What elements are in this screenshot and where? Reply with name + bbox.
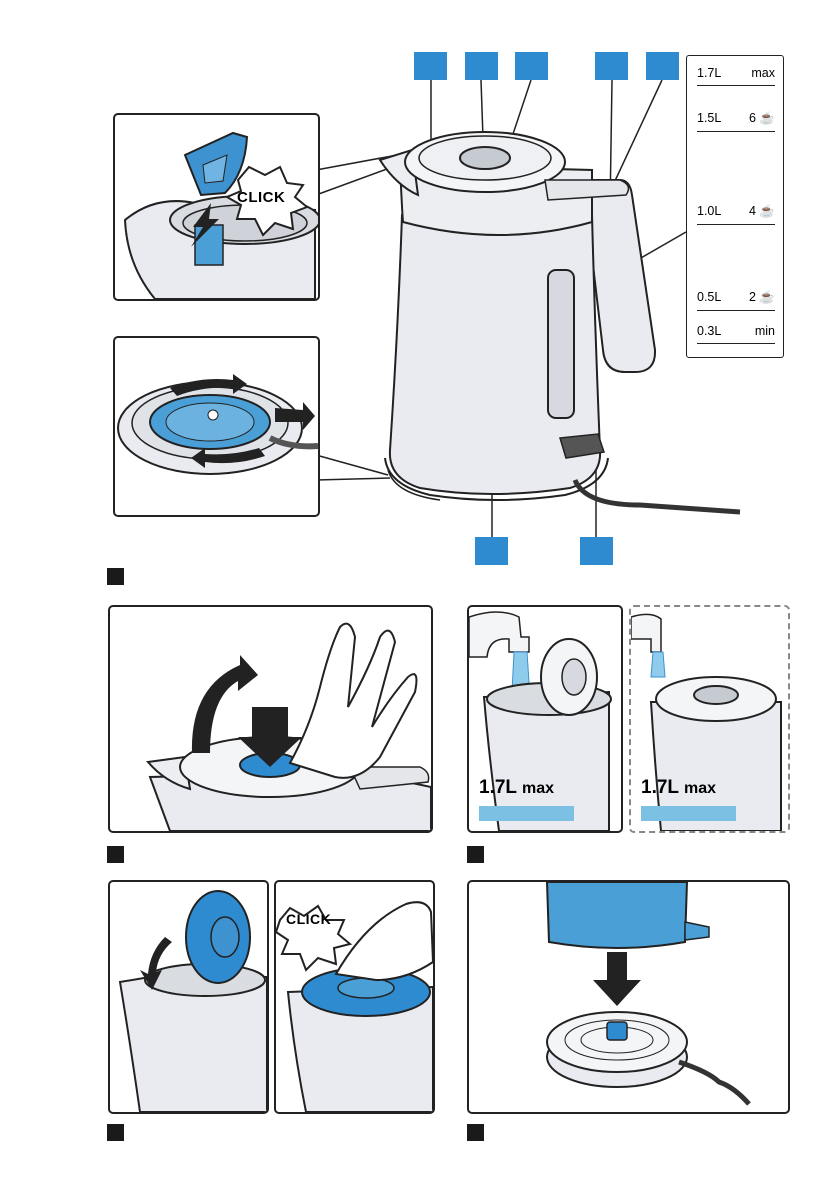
scale-mark-label: 4	[749, 204, 756, 218]
fill-mark: max	[522, 780, 554, 797]
scale-cups: 2 ☕	[749, 290, 775, 305]
figure-marker-5	[467, 1124, 484, 1141]
scale-volume-label: 0.3L	[697, 324, 721, 338]
scale-row-4cups: 1.0L 4 ☕	[697, 204, 775, 225]
fill-level-bar-open	[479, 806, 574, 821]
figure-fill-open-lid: 1.7L max	[467, 605, 623, 833]
scale-mark-label: 6	[749, 111, 756, 125]
figure-close-lid-pressed: CLICK	[274, 880, 435, 1114]
figure-fill-closed-lid: 1.7L max	[629, 605, 790, 833]
scale-mark-label: max	[751, 66, 775, 80]
scale-volume-label: 1.7L	[697, 66, 721, 80]
cup-icon: ☕	[759, 111, 775, 125]
fill-level-label-open: 1.7L max	[479, 777, 554, 799]
cup-icon: ☕	[759, 204, 775, 218]
fill-volume: 1.7L	[641, 777, 679, 798]
click-label-lid: CLICK	[286, 911, 331, 927]
click-label-filter: CLICK	[237, 189, 285, 206]
cup-icon: ☕	[759, 290, 775, 304]
detail-panel-base	[113, 336, 320, 517]
figure-open-lid	[108, 605, 433, 833]
figure-marker-1	[107, 568, 124, 585]
detail-panel-filter: CLICK	[113, 113, 320, 301]
fill-mark: max	[684, 780, 716, 797]
water-level-scale: 1.7L max 1.5L 6 ☕ 1.0L 4 ☕ 0.5L 2 ☕ 0.3L…	[686, 55, 784, 358]
fill-level-bar-closed	[641, 806, 736, 821]
figure-marker-4	[107, 1124, 124, 1141]
scale-volume-label: 1.0L	[697, 204, 721, 219]
figure-close-lid-open	[108, 880, 269, 1114]
scale-row-max: 1.7L max	[697, 66, 775, 86]
scale-volume-label: 1.5L	[697, 111, 721, 126]
figure-marker-3	[467, 846, 484, 863]
scale-mark-label: 2	[749, 290, 756, 304]
fill-level-label-closed: 1.7L max	[641, 777, 716, 799]
figure-place-on-base	[467, 880, 790, 1114]
fill-volume: 1.7L	[479, 777, 517, 798]
scale-row-min: 0.3L min	[697, 324, 775, 344]
scale-cups: 4 ☕	[749, 204, 775, 219]
scale-mark-label: min	[755, 324, 775, 338]
figure-marker-2	[107, 846, 124, 863]
scale-row-2cups: 0.5L 2 ☕	[697, 290, 775, 311]
scale-volume-label: 0.5L	[697, 290, 721, 305]
scale-cups: 6 ☕	[749, 111, 775, 126]
scale-row-6cups: 1.5L 6 ☕	[697, 111, 775, 132]
